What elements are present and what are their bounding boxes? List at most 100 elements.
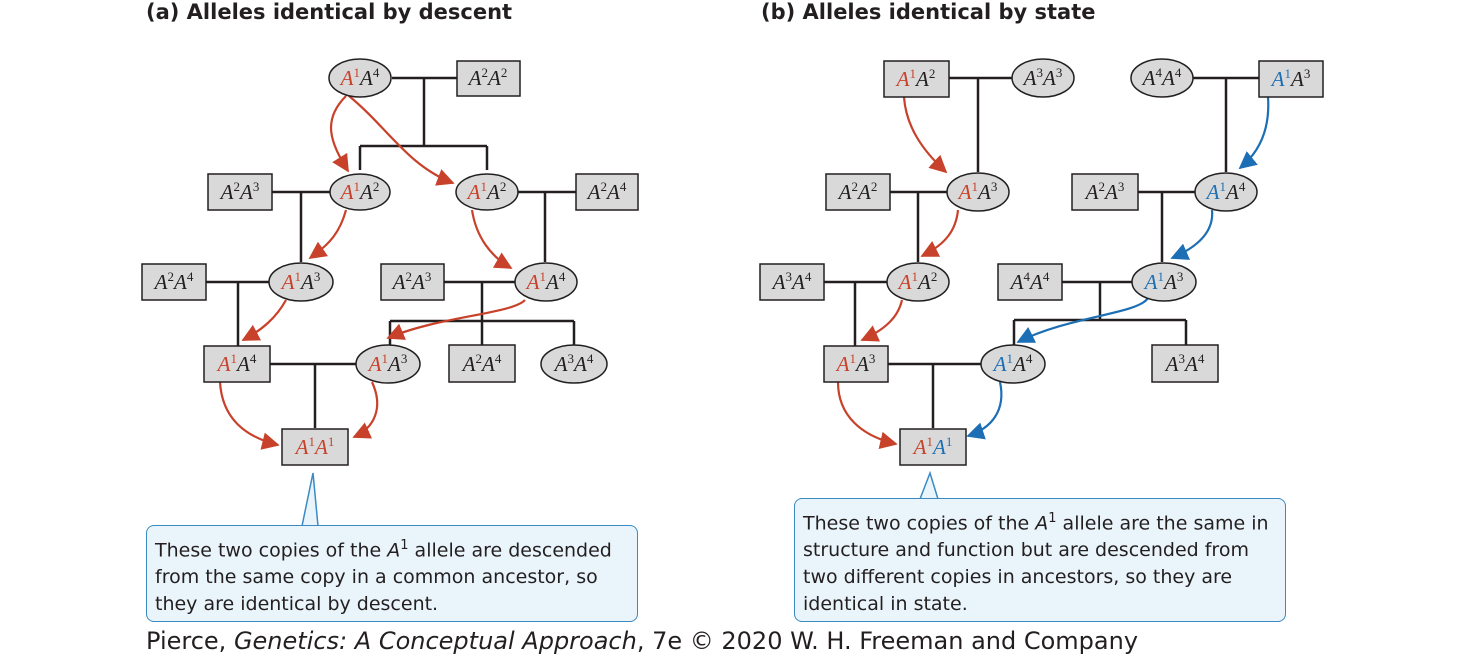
- arrow-a-3: [308, 209, 348, 260]
- individual-a-g3-female-left: A1A3: [268, 262, 334, 302]
- individual-b-g2-female-right: A1A4: [1194, 172, 1258, 212]
- individual-b-g4-male-right: A3A4: [1151, 344, 1219, 383]
- individual-a-g2-female-right: A1A2: [455, 173, 519, 211]
- arrow-a-4: [470, 209, 513, 269]
- individual-a-g3-male-right: A2A3: [380, 263, 445, 301]
- svg-text:A2A4: A2A4: [586, 179, 627, 204]
- callout-a-pointer: [301, 472, 319, 527]
- svg-text:A1A3: A1A3: [1270, 66, 1311, 91]
- panel-b-title: (b) Alleles identical by state: [761, 0, 1096, 24]
- svg-text:A3A3: A3A3: [1022, 65, 1063, 90]
- callout-panel-a: These two copies of the A1 allele are de…: [146, 525, 638, 622]
- callout-a-text-start: These two copies of the: [155, 539, 388, 562]
- individual-a-g4-female-right: A3A4: [540, 344, 608, 384]
- arrow-b-3: [860, 299, 904, 342]
- arrow-a-1: [330, 95, 349, 173]
- arrow-b-8: [966, 381, 1003, 440]
- individual-a-g2-female-left: A1A2: [329, 173, 391, 211]
- svg-text:A1A2: A1A2: [895, 66, 936, 91]
- svg-text:A1A1: A1A1: [912, 434, 953, 459]
- individual-a-g2-male-left: A2A3: [207, 173, 273, 211]
- svg-text:A3A4: A3A4: [771, 269, 812, 294]
- arrow-b-7: [1016, 297, 1149, 343]
- credit-line: Pierce, Genetics: A Conceptual Approach,…: [146, 627, 1138, 655]
- svg-text:A1A4: A1A4: [525, 269, 566, 294]
- svg-text:A1A3: A1A3: [1143, 269, 1184, 294]
- arrow-b-6: [1170, 209, 1214, 260]
- individual-a-g1-male: A2A2: [456, 60, 521, 97]
- svg-text:A1A2: A1A2: [897, 269, 938, 294]
- individual-b-g1-male-right: A1A3: [1258, 60, 1324, 98]
- individual-b-g2-male-left: A2A2: [825, 173, 891, 211]
- callout-a-superscript: 1: [400, 538, 409, 553]
- svg-text:A3A4: A3A4: [553, 351, 594, 376]
- panel-b-individuals: A1A2 A3A3 A4A4 A1A3 A2A2 A1A3 A2A3 A1A4 …: [759, 58, 1324, 466]
- arrow-a-6: [386, 299, 526, 340]
- svg-text:A2A2: A2A2: [467, 65, 508, 90]
- credit-book-title: Genetics: A Conceptual Approach: [233, 627, 637, 655]
- svg-text:A2A3: A2A3: [219, 179, 260, 204]
- svg-text:A1A2: A1A2: [466, 179, 507, 204]
- svg-text:A1A1: A1A1: [294, 434, 335, 459]
- individual-b-g3-female-right: A1A3: [1131, 262, 1197, 302]
- svg-text:A1A4: A1A4: [992, 351, 1033, 376]
- svg-text:A2A2: A2A2: [837, 179, 878, 204]
- svg-text:A1A4: A1A4: [1205, 179, 1246, 204]
- svg-text:A1A4: A1A4: [216, 351, 257, 376]
- arrow-a-8: [352, 381, 379, 439]
- svg-text:A4A4: A4A4: [1141, 65, 1182, 90]
- svg-text:A2A3: A2A3: [1084, 179, 1125, 204]
- callout-panel-b: These two copies of the A1 allele are th…: [794, 498, 1286, 622]
- svg-text:A1A2: A1A2: [339, 179, 380, 204]
- callout-a-allele: A: [387, 539, 401, 562]
- panel-a-arrows: [218, 95, 526, 450]
- individual-b-g3-male-left: A3A4: [759, 263, 825, 301]
- svg-text:A1A3: A1A3: [367, 351, 408, 376]
- panel-a-pedigree-lines: [206, 76, 576, 428]
- individual-a-g4-female-left: A1A3: [355, 344, 421, 384]
- individual-b-g2-male-right: A2A3: [1071, 173, 1139, 211]
- arrow-b-2: [920, 209, 960, 257]
- panel-b-arrows: [836, 96, 1270, 449]
- arrow-a-5: [241, 299, 287, 341]
- individual-b-g1-female-right: A4A4: [1130, 58, 1194, 98]
- individual-a-g3-male-left: A2A4: [141, 263, 207, 301]
- svg-text:A1A3: A1A3: [835, 351, 876, 376]
- individual-b-g2-female-left: A1A3: [946, 172, 1010, 212]
- panel-b-pedigree-lines: [824, 76, 1259, 428]
- arrow-b-1: [902, 96, 948, 174]
- svg-text:A2A3: A2A3: [391, 269, 432, 294]
- callout-b-text-start: These two copies of the: [803, 512, 1036, 535]
- credit-suffix: , 7e © 2020 W. H. Freeman and Company: [636, 627, 1139, 655]
- svg-text:A1A3: A1A3: [280, 269, 321, 294]
- individual-b-g3-female-left: A1A2: [886, 262, 950, 302]
- individual-a-g4-male-left: A1A4: [203, 345, 271, 383]
- callout-a-text-end: allele are descended from the same copy …: [155, 539, 612, 616]
- arrow-b-5: [1238, 96, 1270, 170]
- arrow-a-7: [218, 381, 280, 450]
- individual-a-g3-female-right: A1A4: [514, 262, 578, 302]
- individual-b-g1-male-left: A1A2: [883, 60, 950, 98]
- individual-b-g4-male-left: A1A3: [823, 345, 889, 383]
- panel-a-title: (a) Alleles identical by descent: [146, 0, 513, 24]
- arrow-a-2: [348, 95, 455, 186]
- panel-a-individuals: A1A4 A2A2 A2A3 A1A2 A1A2 A2A4 A2A4 A1A3 …: [141, 58, 639, 466]
- arrow-b-4: [836, 381, 898, 449]
- svg-text:A1A4: A1A4: [339, 65, 380, 90]
- svg-text:A1A3: A1A3: [957, 179, 998, 204]
- callout-b-text-end: allele are the same in structure and fun…: [803, 512, 1269, 616]
- individual-a-g4-male-right: A2A4: [448, 344, 516, 383]
- individual-b-g5-offspring: A1A1: [899, 428, 967, 466]
- callout-b-pointer: [919, 470, 939, 500]
- individual-a-g2-male-right: A2A4: [575, 173, 639, 211]
- svg-text:A3A4: A3A4: [1164, 351, 1205, 376]
- svg-text:A2A4: A2A4: [461, 351, 502, 376]
- svg-text:A4A4: A4A4: [1009, 269, 1050, 294]
- individual-a-g5-offspring: A1A1: [281, 428, 349, 466]
- svg-text:A2A4: A2A4: [153, 269, 194, 294]
- callout-pointers: [301, 470, 939, 527]
- individual-a-g1-female: A1A4: [328, 58, 392, 98]
- callout-b-allele: A: [1035, 512, 1049, 535]
- callout-b-superscript: 1: [1048, 511, 1057, 526]
